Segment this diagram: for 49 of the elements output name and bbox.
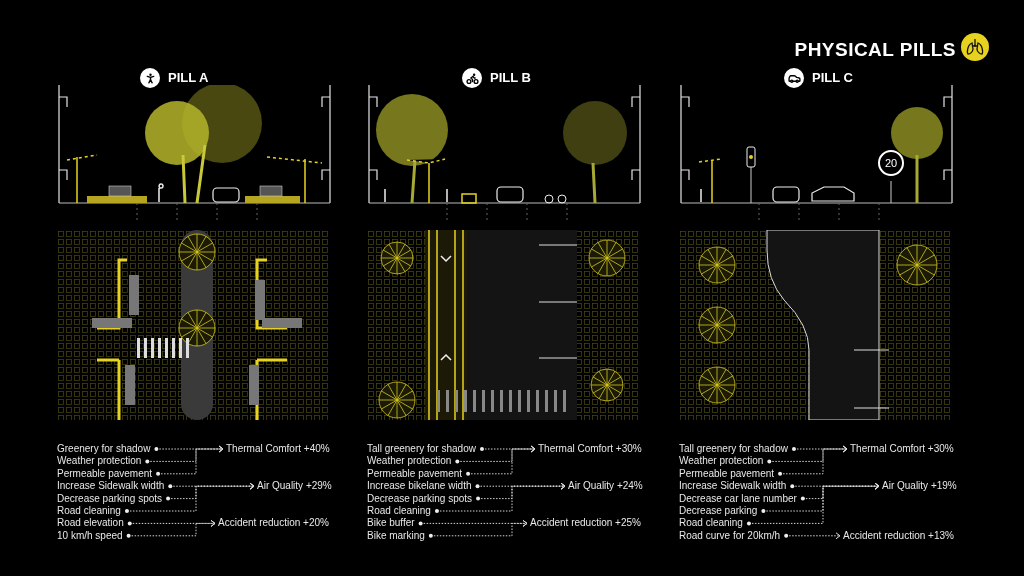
connector-arrow (124, 482, 255, 513)
measure-text: Decrease parking spots (57, 493, 163, 504)
measure-text: Tall greenery for shadow (367, 444, 476, 454)
connector-arrow (434, 482, 566, 513)
measure-text: Tall greenery for shadow (679, 444, 788, 454)
speed-limit-sign: 20 (878, 150, 904, 176)
measure-text: Increase Sidewalk width (57, 481, 165, 492)
measure-text: Road elevation (57, 518, 124, 529)
connector-arrow (156, 445, 224, 476)
measure-text: Weather protection (679, 456, 764, 467)
measure-text: Road curve for 20km/h (679, 530, 781, 541)
measure-text: Weather protection (367, 456, 452, 467)
measure-text: Weather protection (57, 456, 142, 467)
outcome-text: Thermal Comfort +30% (850, 444, 954, 454)
outcome-text: Thermal Comfort +30% (538, 444, 642, 454)
pill-heading: PILL B (490, 69, 531, 88)
measure-text: Decrease car lane number (679, 493, 797, 504)
outcome-text: Air Quality +24% (568, 481, 643, 492)
measure-text: Permeable pavement (57, 468, 153, 479)
connector-arrow (778, 445, 848, 476)
connector-arrow (790, 482, 880, 490)
measure-text: 10 km/h speed (57, 530, 123, 541)
connector-arrow (784, 532, 841, 540)
measure-text: Increase Sidewalk width (679, 481, 787, 492)
outcome-text: Accident reduction +25% (530, 518, 641, 529)
measure-text: Permeable pavement (679, 468, 775, 479)
outcome-text: Accident reduction +13% (843, 530, 954, 541)
title: PHYSICAL PILLS (794, 38, 956, 62)
connector-arrow (168, 482, 255, 490)
outcome-text: Thermal Comfort +40% (226, 444, 330, 454)
outcome-text: Accident reduction +20% (218, 518, 329, 529)
connector-arrow (466, 445, 536, 476)
pill-heading: PILL C (812, 69, 853, 88)
measure-text: Decrease parking (679, 506, 758, 516)
measure-text: Decrease parking spots (367, 493, 473, 504)
measure-text: Greenery for shadow (57, 444, 151, 454)
connector-arrow (126, 519, 216, 538)
measure-text: Bike buffer (367, 518, 415, 529)
measure-text: Road cleaning (679, 518, 743, 529)
pill-heading: PILL A (168, 69, 209, 88)
measure-text: Road cleaning (57, 506, 121, 516)
connector-arrow (428, 519, 528, 538)
measure-text: Increase bikelane width (367, 481, 472, 492)
outcome-text: Air Quality +19% (882, 481, 957, 492)
measure-text: Permeable pavement (367, 468, 463, 479)
connector-arrow (746, 482, 880, 526)
measure-text: Road cleaning (367, 506, 431, 516)
outcome-text: Air Quality +29% (257, 481, 332, 492)
measure-text: Bike marking (367, 530, 425, 541)
